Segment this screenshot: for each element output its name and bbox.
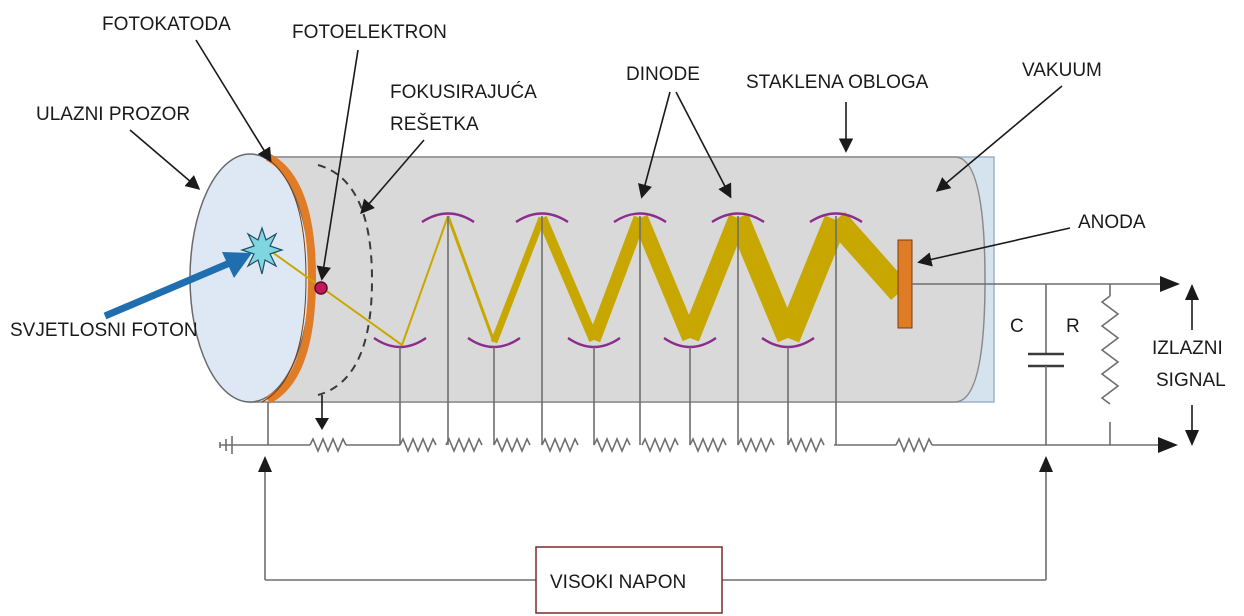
label-svjetlosni-foton: SVJETLOSNI FOTON [10,320,198,341]
dynode-10 [809,212,863,224]
label-vakuum: VAKUUM [1022,60,1102,81]
label-izlazni: IZLAZNI [1152,338,1223,359]
callouts [129,39,1071,281]
photon-arrow [103,252,252,320]
dynode-4 [515,212,569,224]
focusing-grid [317,164,374,396]
electron-path [271,212,909,346]
label-fokusirajuca: FOKUSIRAJUĆA [390,81,537,103]
dynode-2 [421,212,475,224]
dynodes-top [421,212,863,224]
label-r: R [1066,316,1080,337]
label-fotokatoda: FOTOKATODA [102,14,231,35]
label-fotoelektron: FOTOELEKTRON [292,22,447,43]
high-voltage-box [535,546,723,614]
label-visoki-napon: VISOKI NAPON [550,572,686,593]
starburst-icon [240,226,284,275]
ground-icon [219,436,233,454]
label-signal: SIGNAL [1156,370,1226,391]
label-resetka: REŠETKA [390,113,479,135]
label-anoda: ANODA [1078,212,1146,233]
photocathode [265,153,317,404]
label-dinode: DINODE [626,64,700,85]
dot-icon [314,281,328,295]
dynode-8 [711,212,765,224]
anode [897,239,913,329]
label-staklena-obloga: STAKLENA OBLOGA [746,72,929,93]
dynode-6 [613,212,667,224]
voltage-divider [220,216,1178,454]
output-circuit [912,276,1199,446]
label-ulazni-prozor: ULAZNI PROZOR [36,104,190,125]
label-c: C [1010,316,1024,337]
hv-supply-wiring [258,456,1053,581]
